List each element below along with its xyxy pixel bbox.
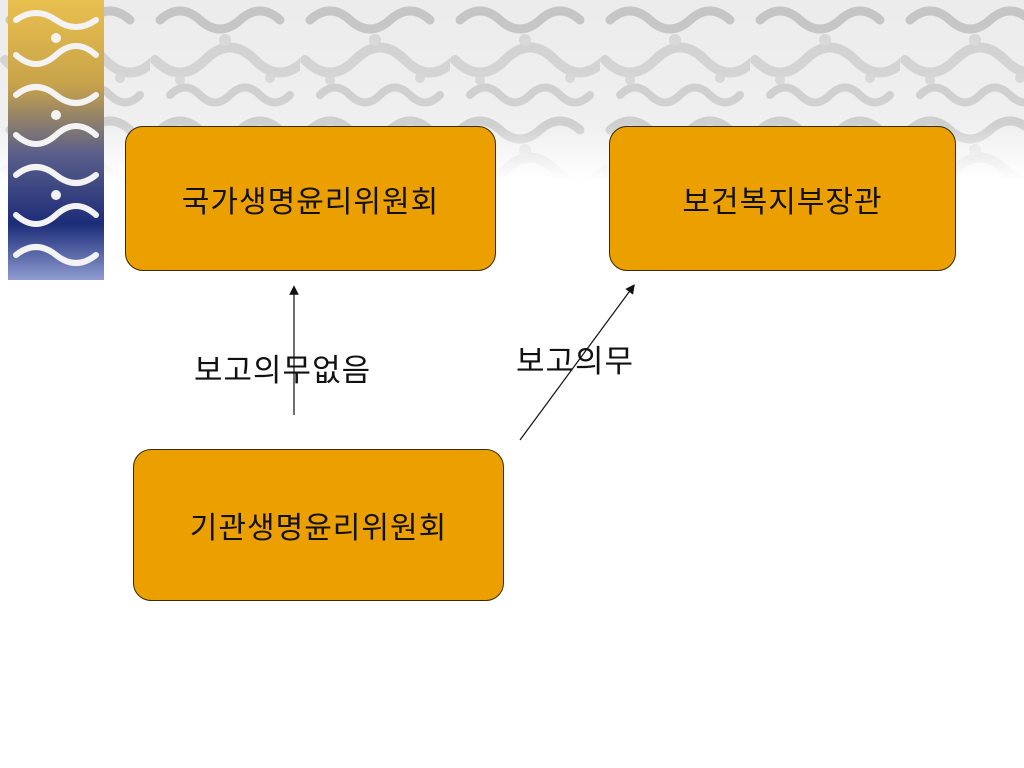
reporting-duty-label: 보고의무 [516,344,635,380]
health-welfare-minister-box: 보건복지부장관 [609,126,956,271]
decorative-side-strip [8,0,104,280]
health-welfare-minister-label: 보건복지부장관 [682,184,883,220]
institutional-bioethics-committee-box: 기관생명윤리위원회 [133,449,504,601]
national-bioethics-committee-box: 국가생명윤리위원회 [125,126,496,271]
national-bioethics-committee-label: 국가생명윤리위원회 [181,184,440,220]
institutional-bioethics-committee-label: 기관생명윤리위원회 [189,511,448,546]
no-reporting-duty-label: 보고의무없음 [194,353,372,389]
